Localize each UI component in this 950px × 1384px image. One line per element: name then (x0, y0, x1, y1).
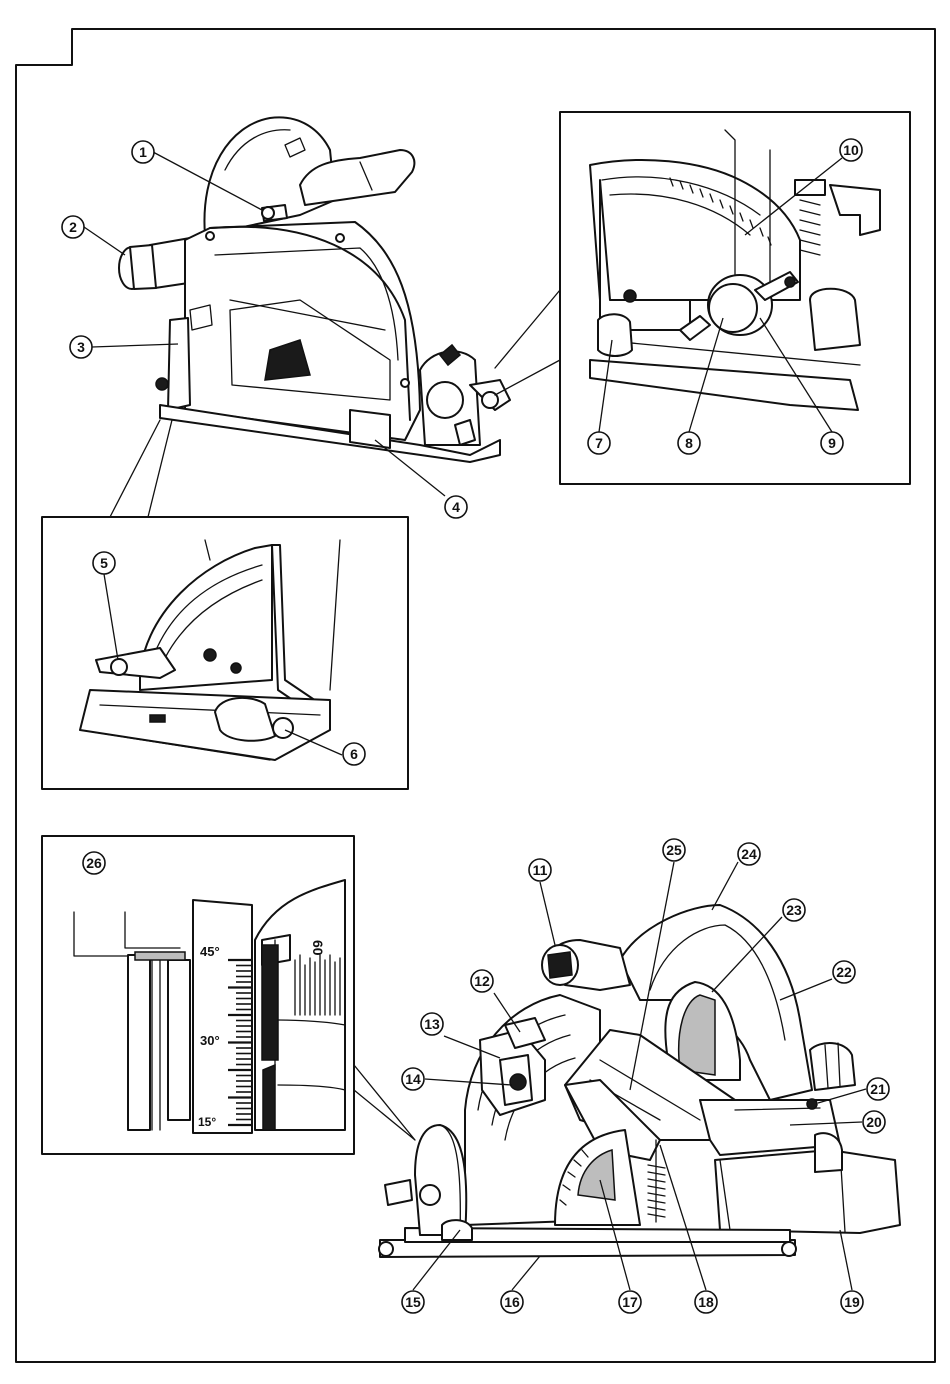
callout-12: 12 (471, 970, 493, 992)
callout-6: 6 (343, 743, 365, 765)
svg-text:12: 12 (474, 973, 490, 989)
callout-2: 2 (62, 216, 84, 238)
svg-text:11: 11 (533, 862, 548, 878)
svg-text:10: 10 (843, 142, 859, 158)
callout-20: 20 (863, 1111, 885, 1133)
svg-text:4: 4 (452, 499, 460, 515)
scale-label-45: 45° (200, 944, 220, 959)
bevel-lock-detail (590, 130, 880, 410)
svg-text:1: 1 (139, 144, 147, 160)
svg-text:21: 21 (870, 1081, 886, 1097)
callout-13: 13 (421, 1013, 443, 1035)
svg-text:26: 26 (86, 855, 102, 871)
svg-text:22: 22 (836, 964, 852, 980)
callout-16: 16 (501, 1291, 523, 1313)
scale-label-30: 30° (200, 1033, 220, 1048)
svg-text:24: 24 (741, 846, 757, 862)
depth-label-60: 60 (310, 940, 326, 956)
svg-text:17: 17 (622, 1294, 638, 1310)
callout-22: 22 (833, 961, 855, 983)
callout-26: 26 (83, 852, 105, 874)
bevel-scale-detail (74, 880, 345, 1133)
svg-text:5: 5 (100, 555, 108, 571)
svg-text:3: 3 (77, 339, 85, 355)
callout-14: 14 (402, 1068, 424, 1090)
svg-text:6: 6 (350, 746, 358, 762)
callout-24: 24 (738, 843, 760, 865)
callout-7: 7 (588, 432, 610, 454)
svg-text:15: 15 (405, 1294, 421, 1310)
svg-text:9: 9 (828, 435, 836, 451)
callout-9: 9 (821, 432, 843, 454)
callout-17: 17 (619, 1291, 641, 1313)
zoom-connector-bevel-front (495, 290, 560, 395)
svg-text:19: 19 (844, 1294, 860, 1310)
callout-1: 1 (132, 141, 154, 163)
svg-text:25: 25 (666, 842, 682, 858)
callout-21: 21 (867, 1078, 889, 1100)
scale-label-15: 15° (198, 1115, 216, 1129)
bevel-rear-detail (80, 540, 340, 760)
callout-5: 5 (93, 552, 115, 574)
callout-19: 19 (841, 1291, 863, 1313)
callout-11: 11 (529, 859, 551, 881)
zoom-connector-bevel-rear (110, 420, 172, 517)
svg-text:14: 14 (405, 1071, 421, 1087)
svg-text:7: 7 (595, 435, 603, 451)
saw-side-view (119, 117, 510, 462)
callout-3: 3 (70, 336, 92, 358)
callout-18: 18 (695, 1291, 717, 1313)
svg-text:20: 20 (866, 1114, 882, 1130)
callout-8: 8 (678, 432, 700, 454)
callout-23: 23 (783, 899, 805, 921)
callout-4: 4 (445, 496, 467, 518)
svg-text:8: 8 (685, 435, 693, 451)
callout-10: 10 (840, 139, 862, 161)
svg-text:13: 13 (424, 1016, 440, 1032)
callout-15: 15 (402, 1291, 424, 1313)
svg-text:16: 16 (504, 1294, 520, 1310)
callout-25: 25 (663, 839, 685, 861)
svg-text:18: 18 (698, 1294, 714, 1310)
svg-text:23: 23 (786, 902, 802, 918)
svg-text:2: 2 (69, 219, 77, 235)
